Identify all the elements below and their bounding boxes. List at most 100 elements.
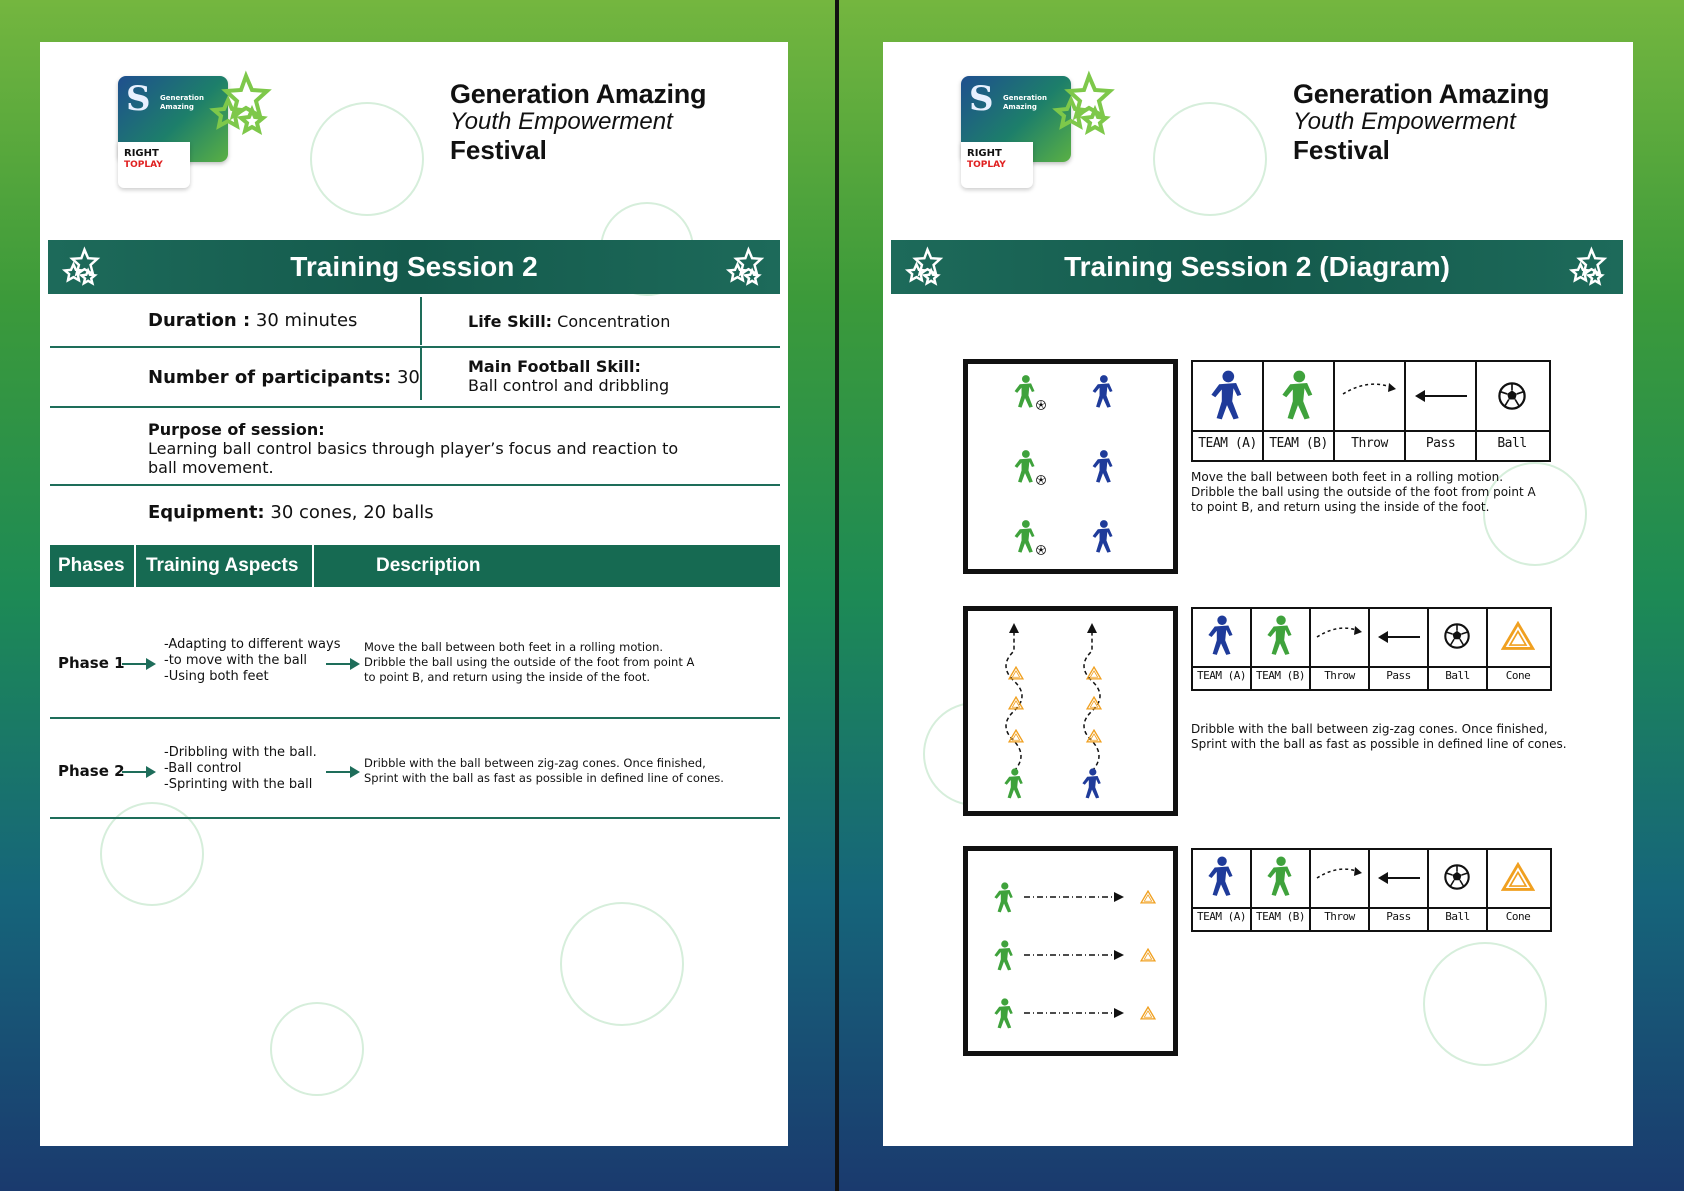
- divider: [420, 297, 422, 345]
- pass-arrow-icon: [1378, 872, 1420, 884]
- legend-ball: Ball: [1477, 362, 1547, 460]
- equipment: Equipment: 30 cones, 20 balls: [148, 502, 434, 523]
- diagram-1-description: Move the ball between both feet in a rol…: [1191, 470, 1536, 514]
- watermark-ball: [560, 902, 684, 1026]
- diagram-2-drawing: [1004, 623, 1102, 799]
- phase-1-aspects: -Adapting to different ways -to move wit…: [164, 637, 341, 684]
- column-header-aspects: Training Aspects: [146, 555, 299, 576]
- team-b-player-icon: [994, 882, 1013, 913]
- ball-icon: [1036, 545, 1046, 555]
- divider: [420, 348, 422, 400]
- pass-arrow-icon: [1378, 631, 1420, 643]
- purpose: Purpose of session: Learning ball contro…: [148, 420, 679, 477]
- ball-icon: [1444, 623, 1470, 649]
- stars-icon: [60, 246, 104, 290]
- legend-ball: Ball: [1429, 850, 1488, 930]
- team-a-player-icon: [1082, 768, 1101, 799]
- arrow-icon: [326, 766, 360, 778]
- cone-icon: [1140, 890, 1156, 904]
- team-a-player-icon: [1092, 375, 1113, 408]
- team-a-player-icon: [1208, 615, 1233, 655]
- legend-team-b: TEAM (B): [1252, 850, 1311, 930]
- team-b-player-icon: [994, 998, 1013, 1029]
- page-title: Training Session 2: [290, 251, 538, 282]
- team-b-player-icon: [1004, 768, 1023, 799]
- arrow-icon: [122, 658, 156, 670]
- legend-cone: Cone: [1488, 609, 1548, 689]
- stars-icon: [1567, 246, 1611, 290]
- team-b-player-icon: [994, 940, 1013, 971]
- team-b-player-icon: [1014, 450, 1035, 483]
- watermark-ball: [1153, 102, 1267, 216]
- brand-title: Generation Amazing Youth Empowerment Fes…: [450, 79, 707, 165]
- legend-team-a: TEAM (A): [1193, 850, 1252, 930]
- diagram-2-description: Dribble with the ball between zig-zag co…: [1191, 722, 1567, 751]
- ball-icon: [1036, 400, 1046, 410]
- legend-cone: Cone: [1488, 850, 1548, 930]
- watermark-ball: [1423, 942, 1547, 1066]
- team-b-player-icon: [1014, 375, 1035, 408]
- stars-icon: [206, 70, 278, 142]
- divider: [50, 817, 780, 819]
- divider: [50, 406, 780, 408]
- legend-team-a: TEAM (A): [1193, 362, 1264, 460]
- cone-icon: [1008, 729, 1024, 743]
- column-header-phases: Phases: [58, 555, 125, 576]
- legend-pass: Pass: [1370, 850, 1429, 930]
- phase-1-label: Phase 1: [58, 654, 125, 672]
- legend-throw: Throw: [1311, 609, 1370, 689]
- pass-arrow-icon: [1415, 390, 1467, 402]
- throw-arrow-icon: [1316, 867, 1362, 879]
- divider: [50, 346, 780, 348]
- duration: Duration : 30 minutes: [148, 310, 358, 331]
- legend-pass: Pass: [1406, 362, 1477, 460]
- phase-1-description: Move the ball between both feet in a rol…: [364, 640, 695, 684]
- phase-2-label: Phase 2: [58, 762, 125, 780]
- legend-ball: Ball: [1429, 609, 1488, 689]
- diagram-1-drawing: [1014, 375, 1113, 555]
- arrow-icon: [122, 766, 156, 778]
- team-a-player-icon: [1092, 450, 1113, 483]
- legend-team-b: TEAM (B): [1264, 362, 1335, 460]
- team-a-player-icon: [1208, 856, 1233, 896]
- life-skill: Life Skill: Concentration: [468, 312, 671, 331]
- team-a-player-icon: [1092, 520, 1113, 553]
- diagram-field-2: [963, 606, 1178, 816]
- legend-3: TEAM (A) TEAM (B) Throw Pass Ball C: [1191, 848, 1552, 932]
- cone-icon: [1140, 1006, 1156, 1020]
- cone-icon: [1086, 729, 1102, 743]
- legend-throw: Throw: [1311, 850, 1370, 930]
- team-b-player-icon: [1267, 856, 1292, 896]
- legend-2: TEAM (A) TEAM (B) Throw Pass Ball C: [1191, 607, 1552, 691]
- participants: Number of participants: 30: [148, 367, 420, 388]
- cone-icon: [1501, 863, 1535, 891]
- legend-team-a: TEAM (A): [1193, 609, 1252, 689]
- stars-icon: [1049, 70, 1121, 142]
- divider: [50, 717, 780, 719]
- legend-pass: Pass: [1370, 609, 1429, 689]
- diagram-field-3: [963, 846, 1178, 1056]
- legend-team-b: TEAM (B): [1252, 609, 1311, 689]
- stars-icon: [903, 246, 947, 290]
- cone-icon: [1501, 622, 1535, 650]
- phases-table-header: Phases Training Aspects Description: [50, 545, 780, 587]
- title-band: Training Session 2 (Diagram): [891, 240, 1623, 294]
- stars-icon: [724, 246, 768, 290]
- phase-2-description: Dribble with the ball between zig-zag co…: [364, 756, 724, 785]
- team-b-player-icon: [1014, 520, 1035, 553]
- ball-icon: [1498, 382, 1526, 410]
- cone-icon: [1140, 948, 1156, 962]
- main-skill: Main Football Skill:Ball control and dri…: [468, 357, 670, 395]
- team-b-player-icon: [1267, 615, 1292, 655]
- page-title: Training Session 2 (Diagram): [1064, 251, 1450, 282]
- ball-icon: [1036, 475, 1046, 485]
- phase-2-aspects: -Dribbling with the ball. -Ball control …: [164, 745, 317, 792]
- arrow-icon: [326, 658, 360, 670]
- title-band: Training Session 2: [48, 240, 780, 294]
- diagram-3-drawing: [994, 882, 1156, 1029]
- column-header-description: Description: [376, 555, 481, 576]
- team-b-player-icon: [1282, 370, 1313, 420]
